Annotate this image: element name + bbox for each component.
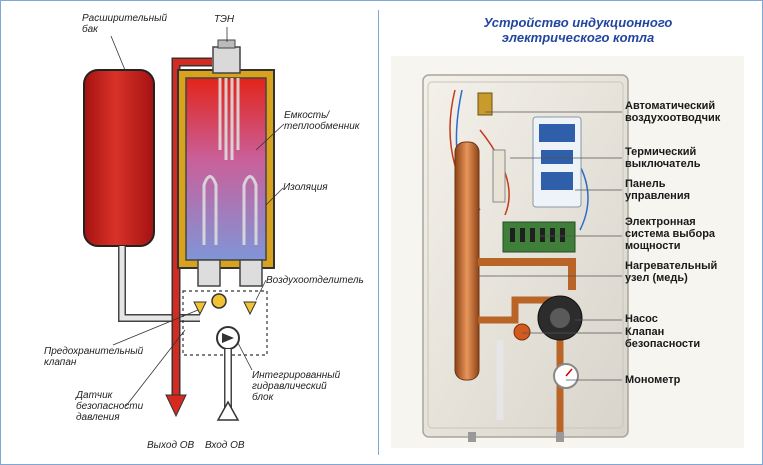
label-inlet: Вход ОВ <box>205 440 245 451</box>
heating-rods <box>202 78 258 245</box>
left-leader-lines <box>110 27 285 407</box>
left-boiler-diagram <box>83 27 285 421</box>
label-heating-element: ТЭН <box>214 14 235 25</box>
panel-divider <box>378 10 379 455</box>
label-air-separator: Воздухоотделитель <box>266 275 364 286</box>
outlet-arrow <box>165 394 187 418</box>
right-diagram-title: Устройство индукционного электрического … <box>483 15 673 45</box>
label-thermal-switch: Термический выключатель <box>625 146 701 170</box>
label-safety-valve-right: Клапан безопасности <box>625 326 701 350</box>
label-manometer: Монометр <box>625 374 681 386</box>
label-hydraulic-block: Интегрированный гидравлический блок <box>252 370 341 403</box>
label-auto-air-vent: Автоматический воздухоотводчик <box>625 100 721 124</box>
label-power-selection: Электронная система выбора мощности <box>625 216 716 252</box>
cabinet-body <box>422 74 629 438</box>
copper-heater-tube <box>454 141 480 381</box>
terminal-block <box>492 149 506 203</box>
expansion-tank <box>83 69 155 247</box>
label-heating-unit: Нагревательный узел (медь) <box>625 260 718 284</box>
nozzle-left <box>197 259 221 287</box>
heating-element-cap <box>212 46 241 74</box>
right-leader-lines <box>478 111 622 381</box>
safety-valve-body <box>211 293 227 309</box>
copper-pipe-mid <box>478 296 560 324</box>
right-boiler-photo <box>391 56 744 448</box>
copper-pipe-top <box>478 258 576 290</box>
label-expansion-tank: Расширительный бак <box>82 13 168 35</box>
label-tank-exchanger: Емкость/ теплообменник <box>284 110 360 132</box>
hydraulic-block-outline <box>182 290 268 356</box>
air-vent <box>477 92 493 116</box>
label-control-panel: Панель управления <box>625 178 691 202</box>
inlet-arrow <box>216 400 240 421</box>
nozzle-right <box>239 259 263 287</box>
label-safety-valve-left: Предохранительный клапан <box>44 346 144 368</box>
label-pressure-sensor: Датчик безопасности давления <box>76 390 144 423</box>
safety-valve <box>513 323 531 341</box>
label-insulation: Изоляция <box>283 182 328 193</box>
label-pump: Насос <box>625 313 658 325</box>
label-outlet: Выход ОВ <box>147 440 195 451</box>
